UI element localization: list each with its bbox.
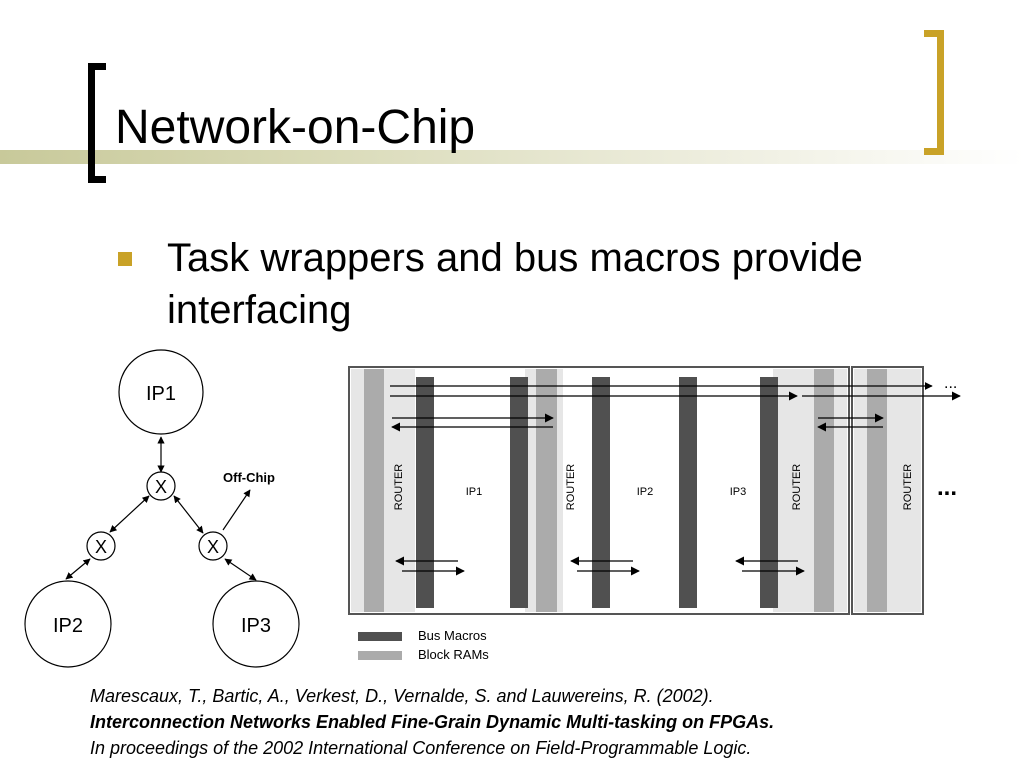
router-label: ROUTER <box>791 464 803 511</box>
bus-macro <box>760 377 778 608</box>
router-region-4 <box>854 369 921 612</box>
block-ram <box>814 369 834 612</box>
ip1-label: IP1 <box>146 383 176 405</box>
switch-node-right <box>198 531 228 561</box>
ip-label: IP1 <box>466 486 483 498</box>
citation: Marescaux, T., Bartic, A., Verkest, D., … <box>90 683 990 761</box>
continuation-ellipsis: ... <box>944 375 957 392</box>
slide-title: Network-on-Chip <box>115 101 476 154</box>
ip-label: IP3 <box>730 486 747 498</box>
bus-macro <box>416 377 434 608</box>
legend-label-bus-macros: Bus Macros <box>418 628 487 643</box>
ip2-node <box>24 580 112 668</box>
bus-macro <box>679 377 697 608</box>
switch-label-right: X <box>207 537 219 557</box>
citation-paper-title: Interconnection Networks Enabled Fine-Gr… <box>90 712 775 732</box>
link-switch-ip2 <box>65 558 91 580</box>
link-switch-ip3 <box>224 558 257 581</box>
router-label: ROUTER <box>902 464 914 511</box>
bus-macro <box>592 377 610 608</box>
switch-node-left <box>86 531 116 561</box>
ip-label: IP2 <box>637 486 654 498</box>
ip3-label: IP3 <box>241 615 271 637</box>
right-bracket-decoration <box>924 30 944 155</box>
router-region-3 <box>773 369 847 612</box>
switch-topology-diagram: IP1 X X X IP2 IP3 Off-Chip <box>24 349 300 668</box>
bus-macro <box>510 377 528 608</box>
legend-swatch-bus-macros <box>358 632 402 641</box>
switch-node-top <box>146 471 176 501</box>
left-bracket-decoration <box>88 63 106 183</box>
switch-label-top: X <box>155 477 167 497</box>
citation-authors: Marescaux, T., Bartic, A., Verkest, D., … <box>90 686 714 706</box>
ip2-label: IP2 <box>53 615 83 637</box>
link-switch-left <box>109 495 150 533</box>
title-underline-band <box>0 150 1024 164</box>
citation-proceedings: In proceedings of the 2002 International… <box>90 738 752 758</box>
off-chip-label: Off-Chip <box>223 470 275 485</box>
ip1-node <box>118 349 204 435</box>
link-off-chip <box>222 489 251 531</box>
link-switch-right <box>173 495 204 534</box>
legend-label-block-rams: Block RAMs <box>418 647 489 662</box>
ip3-node <box>212 580 300 668</box>
legend-swatch-block-rams <box>358 651 402 660</box>
router-label: ROUTER <box>393 464 405 511</box>
router-label: ROUTER <box>565 464 577 511</box>
block-ram <box>536 369 557 612</box>
continuation-ellipsis: ... <box>937 474 957 501</box>
block-ram <box>867 369 887 612</box>
switch-label-left: X <box>95 537 107 557</box>
noc-floorplan-diagram: ROUTER ROUTER ROUTER ROUTER IP1 IP2 IP3 … <box>348 366 961 615</box>
block-ram <box>364 369 384 612</box>
bullet-text: Task wrappers and bus macros provide int… <box>167 236 863 332</box>
bullet-marker <box>118 252 132 266</box>
